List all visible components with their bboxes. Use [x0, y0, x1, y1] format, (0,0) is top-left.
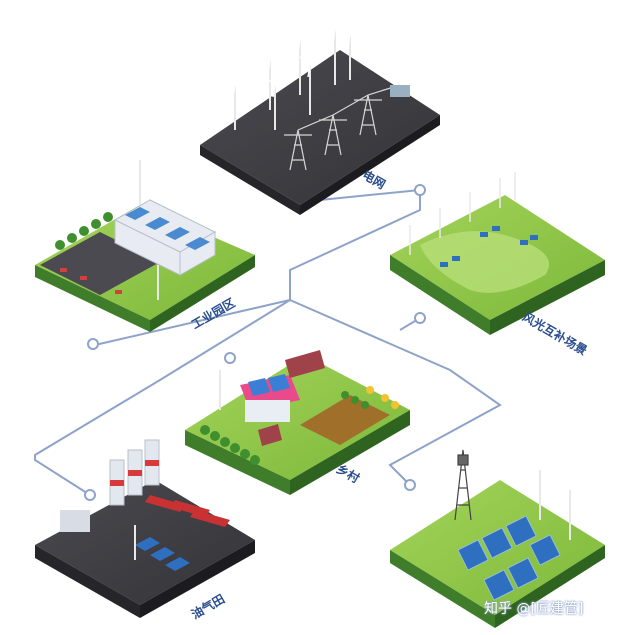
village-tile	[185, 350, 410, 495]
solar-field-tile	[390, 449, 605, 628]
industrial-tile	[35, 160, 255, 332]
large-panels	[457, 515, 561, 601]
watermark: 知乎 @[匠建管]	[484, 601, 584, 617]
solar-panels	[440, 226, 538, 267]
wind-turbines	[234, 30, 351, 130]
mini-turbines	[409, 172, 516, 255]
farmhouse	[240, 374, 300, 422]
turbine-blades	[224, 21, 363, 98]
grid-tile	[200, 21, 440, 215]
trees	[55, 212, 113, 250]
telecom-tower	[454, 449, 472, 521]
connector-lines	[34, 188, 502, 496]
wind-solar-tile	[390, 172, 605, 335]
connector-nodes	[84, 184, 426, 501]
pump-jacks	[145, 495, 230, 527]
transmission-towers	[284, 84, 401, 171]
oilfield-tile	[35, 439, 255, 618]
